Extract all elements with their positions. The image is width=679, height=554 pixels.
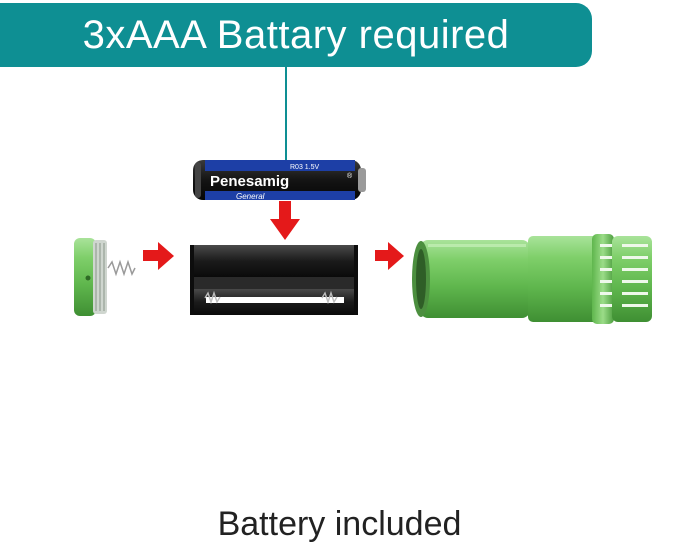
banner: 3xAAA Battary required	[0, 3, 592, 67]
battery-subtext: General	[236, 192, 265, 201]
aaa-battery: R03 1.5V Penesamig ® General	[193, 160, 366, 201]
flashlight-body	[412, 234, 652, 324]
banner-text: 3xAAA Battary required	[82, 13, 510, 57]
right-arrow-icon	[375, 242, 404, 270]
battery-trademark: ®	[347, 172, 353, 180]
caption: Battery included	[217, 505, 462, 543]
down-arrow-icon	[270, 201, 300, 240]
battery-brand: Penesamig	[210, 173, 289, 190]
end-cap	[74, 238, 136, 316]
right-arrow-icon	[143, 242, 174, 270]
battery-spec: R03 1.5V	[290, 164, 320, 171]
battery-holder	[190, 245, 358, 315]
